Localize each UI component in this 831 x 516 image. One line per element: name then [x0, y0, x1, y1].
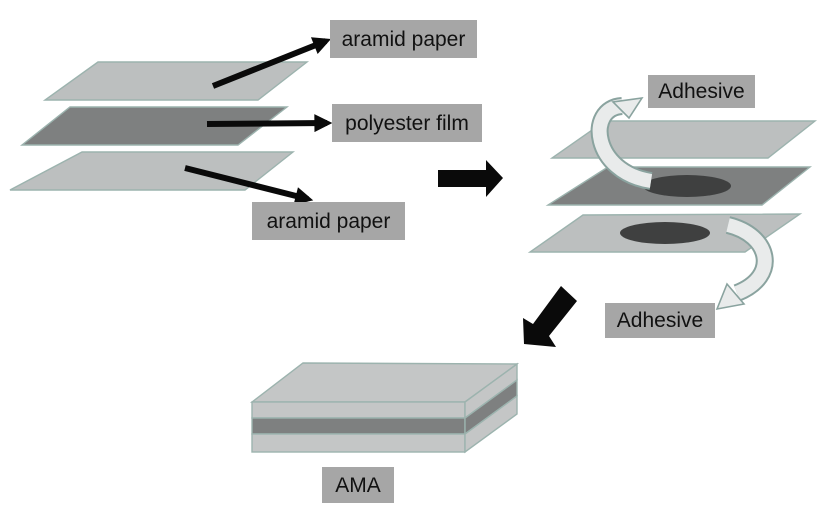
aramid-paper-top-label: aramid paper — [330, 20, 477, 58]
adhesive-stack-top-layer — [549, 120, 818, 159]
down-left-block-arrow-icon — [523, 286, 577, 347]
ama-slab — [249, 362, 520, 454]
polyester-film-label: polyester film — [332, 104, 482, 142]
aramid-paper-top-layer — [42, 61, 310, 101]
aramid-paper-bottom-layer — [9, 151, 296, 191]
polyester-film-layer — [19, 106, 290, 146]
ama-slab-front-core-band — [251, 417, 466, 435]
aramid-paper-bottom-label: aramid paper — [252, 202, 405, 240]
adhesive-spot-top — [643, 175, 731, 197]
adhesive-stack — [527, 96, 818, 311]
curved-arrow-bottom-icon — [715, 216, 774, 311]
ama-label: AMA — [322, 467, 394, 503]
adhesive-top-label: Adhesive — [648, 75, 755, 108]
ama-slab-front-top-band — [251, 401, 466, 419]
ama-slab-side-bottom-band — [464, 394, 518, 454]
callout-arrow-middle-icon — [206, 114, 333, 133]
adhesive-spot-bottom — [620, 222, 710, 244]
source-stack — [9, 37, 333, 205]
adhesive-bottom-label: Adhesive — [605, 303, 715, 338]
ama-slab-front-bottom-band — [251, 433, 466, 453]
callout-arrow-top-icon — [211, 37, 332, 89]
callout-arrow-bottom-icon — [184, 165, 314, 205]
curved-arrow-top-icon — [590, 96, 653, 190]
right-block-arrow-icon — [438, 160, 503, 197]
